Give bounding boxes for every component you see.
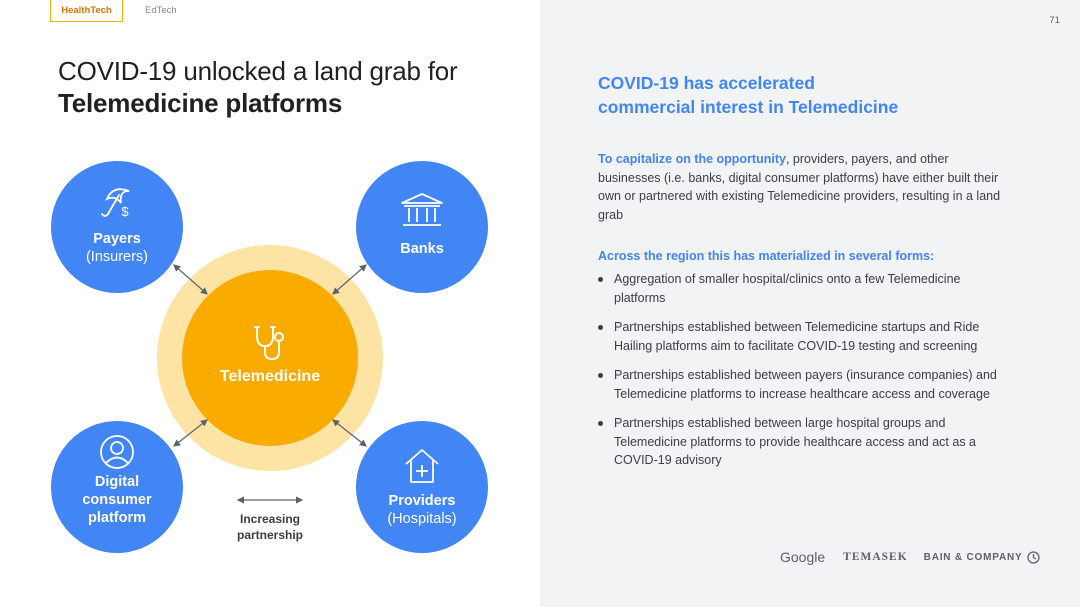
legend: Increasing partnership [226,495,314,543]
bain-logo: BAIN & COMPANY [923,550,1041,564]
arrow-digital [173,419,208,447]
node-digital-line3: platform [88,510,146,526]
intro-highlight: To capitalize on the opportunity [598,152,786,166]
svg-text:$: $ [121,204,129,219]
right-heading: COVID-19 has accelerated commercial inte… [598,71,998,119]
umbrella-dollar-icon: $ [101,188,129,219]
node-providers-title: Providers [388,493,456,509]
node-providers-subtitle: (Hospitals) [387,511,457,527]
stethoscope-icon [254,326,284,361]
google-logo: Google [780,549,826,565]
bank-icon [401,193,443,226]
legend-line2: partnership [236,528,303,542]
tab-edtech[interactable]: EdTech [145,5,177,16]
center-label: Telemedicine [219,368,321,385]
slide-title-line1: COVID-19 unlocked a land grab for [58,56,458,86]
forms-list: Aggregation of smaller hospital/clinics … [598,270,1008,481]
tab-bar: HealthTech EdTech [50,0,188,22]
list-item: Partnerships established between payers … [598,366,1008,403]
intro-paragraph: To capitalize on the opportunity, provid… [598,150,1003,224]
double-arrow-icon [236,496,304,504]
node-banks-title: Banks [400,241,444,257]
list-item: Partnerships established between large h… [598,414,1008,470]
node-digital-consumer-platform: Digital consumer platform [51,421,183,553]
list-item: Aggregation of smaller hospital/clinics … [598,270,1008,307]
node-providers: Providers (Hospitals) [356,421,488,553]
partner-logos: Google TEMASEK BAIN & COMPANY [780,549,1041,565]
arrow-banks [332,264,367,295]
slide-title: COVID-19 unlocked a land grab for Teleme… [58,55,458,119]
node-providers-label: Providers (Hospitals) [356,492,488,528]
partnership-diagram: Telemedicine $ Payers (Insurers) [0,140,540,580]
node-digital-label: Digital consumer platform [51,473,183,527]
right-panel: 71 COVID-19 has accelerated commercial i… [540,0,1080,607]
node-payers-title: Payers [93,231,141,247]
arrow-payers [173,264,208,295]
node-digital-line2: consumer [82,492,152,508]
page-number: 71 [1049,15,1060,26]
legend-line1: Increasing [239,512,301,526]
node-banks: Banks [356,161,488,293]
node-payers-label: Payers (Insurers) [51,230,183,266]
right-heading-line1: COVID-19 has accelerated [598,73,815,93]
node-banks-label: Banks [356,240,488,258]
node-payers: $ Payers (Insurers) [51,161,183,293]
list-item: Partnerships established between Telemed… [598,318,1008,355]
user-circle-icon [100,435,134,469]
temasek-logo: TEMASEK [843,551,908,563]
slide-title-line2: Telemedicine platforms [58,88,343,118]
bain-logo-text: BAIN & COMPANY [923,551,1023,563]
hospital-icon [405,449,439,483]
node-payers-subtitle: (Insurers) [85,249,149,265]
forms-subheading: Across the region this has materialized … [598,249,935,263]
arrow-providers [332,419,367,447]
connector-arrows [173,264,367,447]
center-node-telemedicine: Telemedicine [182,270,358,446]
intro-rest: , providers, payers, and other businesse… [598,152,1001,222]
tab-healthtech[interactable]: HealthTech [50,0,123,22]
bain-clock-icon [1027,550,1041,564]
node-digital-line1: Digital [94,474,140,490]
right-heading-line2: commercial interest in Telemedicine [598,97,899,117]
